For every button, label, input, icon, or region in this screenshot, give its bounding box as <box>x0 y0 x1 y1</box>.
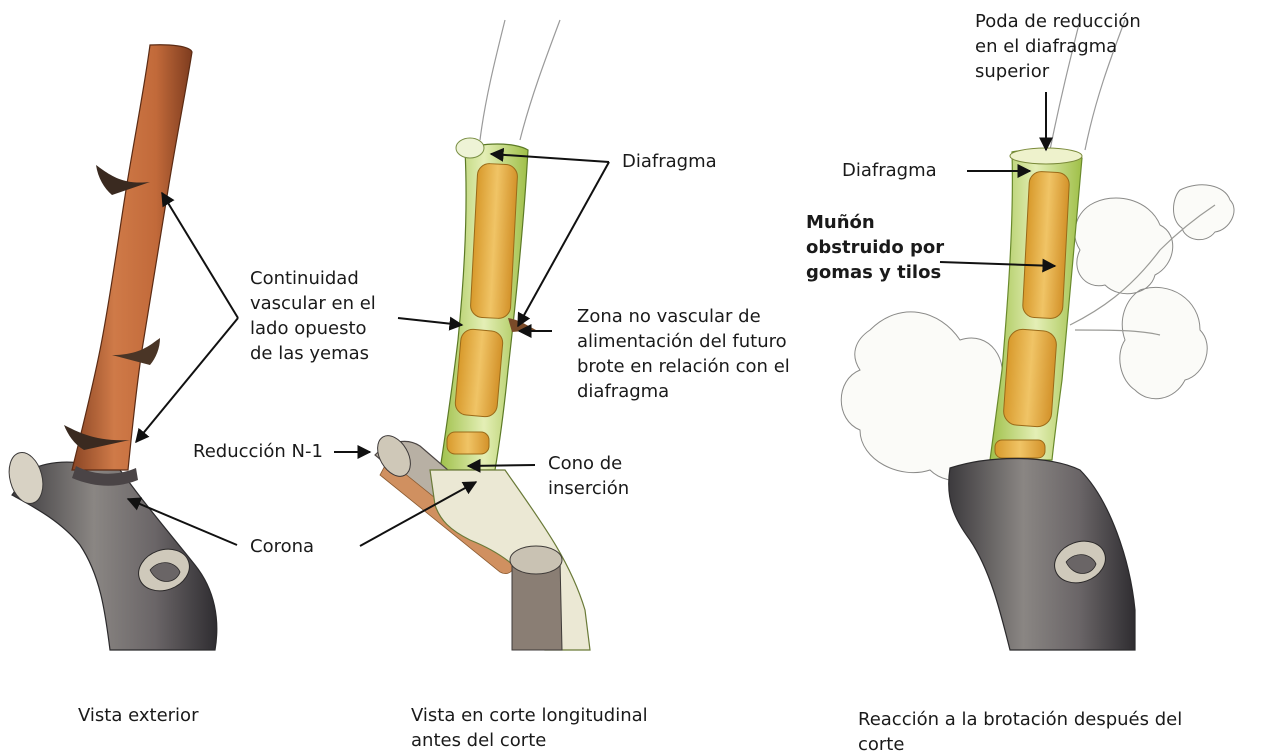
label-line: Poda de reducción <box>975 9 1141 34</box>
longitudinal-section-drawing <box>371 20 590 650</box>
caption-vista-corte: Vista en corte longitudinal antes del co… <box>411 703 648 751</box>
pith-lower <box>447 432 489 454</box>
caption-line: antes del corte <box>411 728 648 751</box>
caption-line: Reacción a la brotación después del <box>858 707 1182 732</box>
label-line: en el diafragma <box>975 34 1141 59</box>
label-diafragma-reaction: Diafragma <box>842 158 937 183</box>
label-line: Muñón <box>806 210 944 235</box>
caption-line: Vista en corte longitudinal <box>411 703 648 728</box>
arrow-diafragma-lower <box>518 162 609 326</box>
label-reduccion: Reducción N-1 <box>193 439 323 464</box>
label-line: de las yemas <box>250 341 376 366</box>
old-wood-stub-top <box>510 546 562 574</box>
label-line: Zona no vascular de <box>577 304 790 329</box>
label-zona-no-vascular: Zona no vascular de alimentación del fut… <box>577 304 790 404</box>
caption-line: corte <box>858 732 1182 751</box>
label-line: inserción <box>548 476 629 501</box>
label-line: Cono de <box>548 451 629 476</box>
label-line: Continuidad <box>250 266 376 291</box>
arrow-cono <box>468 465 535 466</box>
label-diafragma-section: Diafragma <box>622 149 717 174</box>
label-line: gomas y tilos <box>806 260 944 285</box>
label-cono-insercion: Cono de inserción <box>548 451 629 501</box>
label-line: diafragma <box>577 379 790 404</box>
munon-pith-lower <box>1003 328 1058 427</box>
label-line: alimentación del futuro <box>577 329 790 354</box>
pith-upper <box>470 163 518 319</box>
label-corona: Corona <box>250 534 314 559</box>
label-munon-obstruido: Muñón obstruido por gomas y tilos <box>806 210 944 285</box>
caption-reaccion: Reacción a la brotación después del cort… <box>858 707 1182 751</box>
label-line: obstruido por <box>806 235 944 260</box>
top-node <box>456 138 484 158</box>
cut-surface-top <box>1010 148 1082 164</box>
pith-middle <box>454 328 503 417</box>
munon-pith-upper <box>1022 171 1070 319</box>
arrow-continuidad-section <box>398 318 462 325</box>
arrow-continuidad-up <box>162 193 238 318</box>
label-continuidad-vascular: Continuidad vascular en el lado opuesto … <box>250 266 376 366</box>
exterior-view-drawing <box>4 45 217 650</box>
one-year-cane <box>72 45 192 470</box>
munon-pith-base <box>995 440 1045 458</box>
green-shoot-outline <box>480 20 560 140</box>
label-line: brote en relación con el <box>577 354 790 379</box>
arrow-continuidad-down <box>136 318 238 442</box>
caption-vista-exterior: Vista exterior <box>78 703 198 728</box>
label-line: vascular en el <box>250 291 376 316</box>
reaction-drawing <box>841 20 1234 650</box>
label-line: lado opuesto <box>250 316 376 341</box>
label-poda-reduccion: Poda de reducción en el diafragma superi… <box>975 9 1141 84</box>
reaction-old-wood <box>949 458 1135 650</box>
label-line: superior <box>975 59 1141 84</box>
